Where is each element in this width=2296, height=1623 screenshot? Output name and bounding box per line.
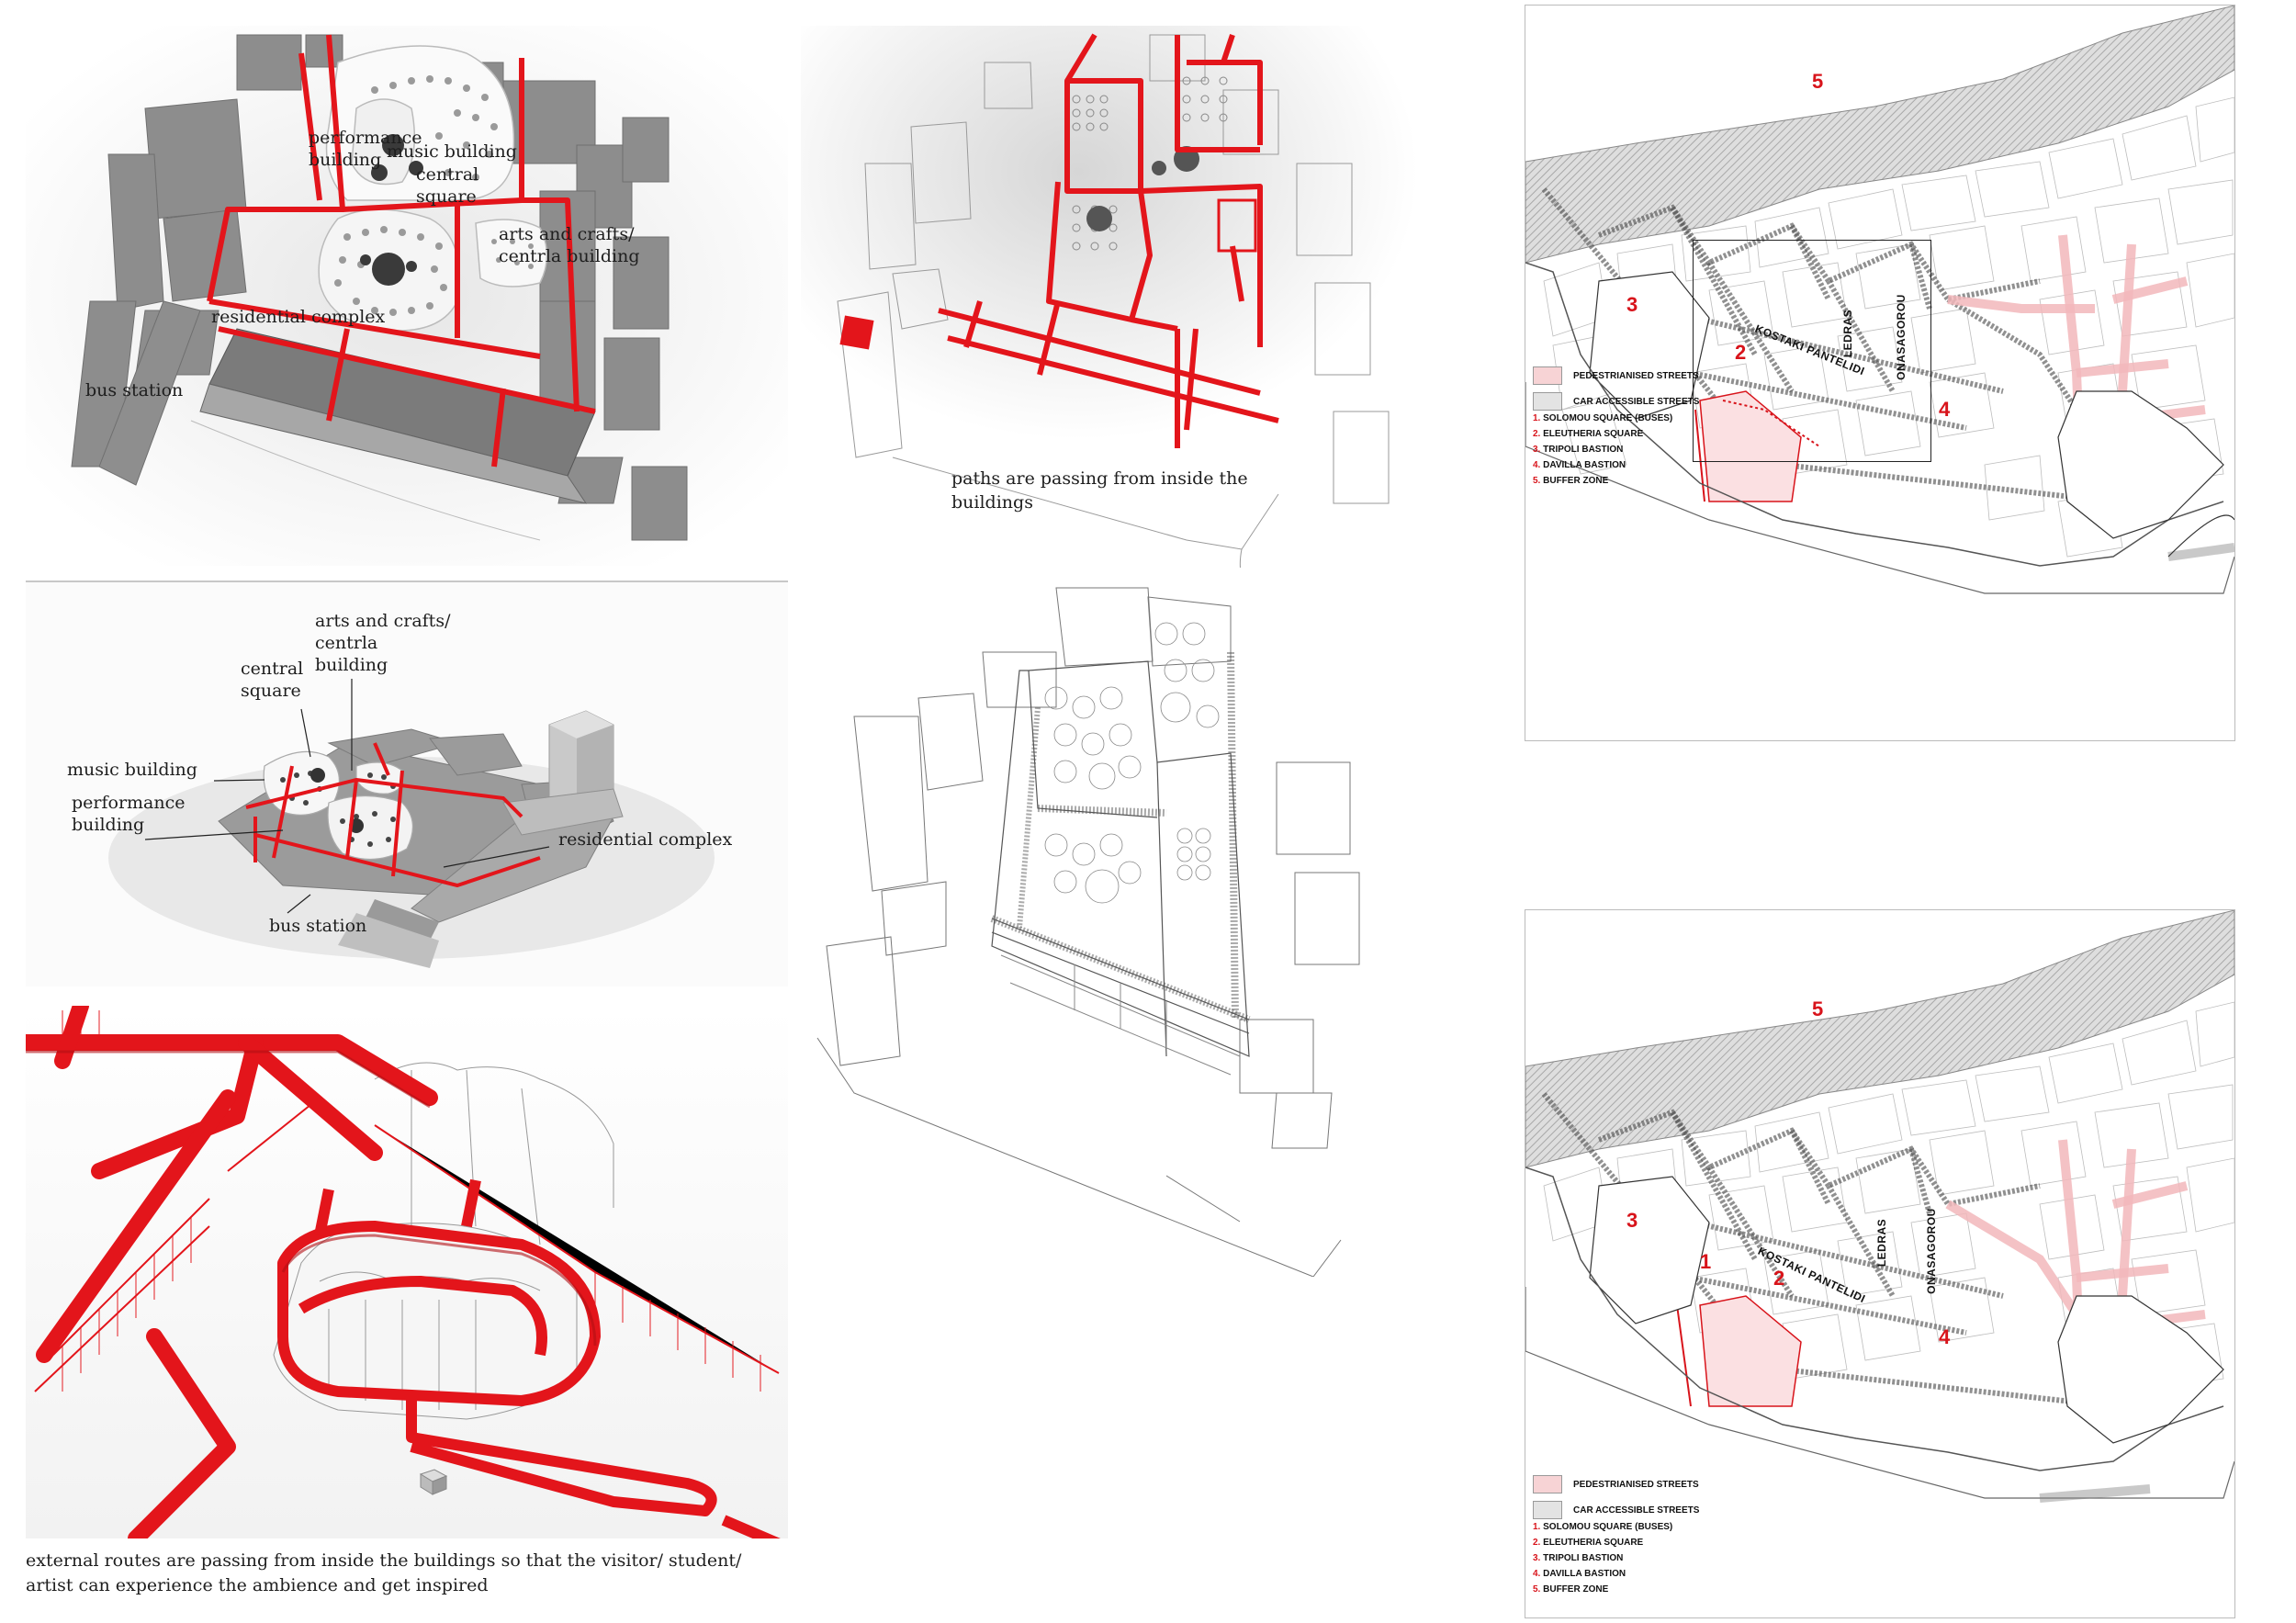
- label-arts-building: arts and crafts/ centrla building: [499, 224, 640, 266]
- axo-label-central-square: central square: [241, 659, 304, 701]
- legend-item: 5. BUFFER ZONE: [1533, 476, 1609, 486]
- axo-label-bus-station: bus station: [269, 916, 367, 936]
- zone-number-2: 2: [1735, 341, 1747, 364]
- axonometric-drawing: [26, 582, 788, 986]
- buffer-zone-area: [1525, 6, 2234, 264]
- zone-number-5-b: 5: [1812, 997, 1824, 1020]
- caption-external-routes: external routes are passing from inside …: [26, 1550, 742, 1595]
- zone-number-4: 4: [1939, 398, 1951, 421]
- street-ledras-b: LEDRAS: [1875, 1218, 1889, 1268]
- legend-item: 5. BUFFER ZONE: [1533, 1584, 1609, 1595]
- legend-car-b: CAR ACCESSIBLE STREETS: [1573, 1505, 1700, 1516]
- route-render-3d: [26, 1006, 788, 1538]
- zone-number-3-b: 3: [1626, 1209, 1638, 1232]
- route-plan: paths are passing from inside the buildi…: [801, 26, 1418, 568]
- massing-plan-drawing: [26, 26, 788, 566]
- buffer-zone-area-2: [1525, 910, 2234, 1168]
- zone-number-4-b: 4: [1939, 1325, 1951, 1348]
- legend-pedestrian-b: PEDESTRIANISED STREETS: [1573, 1479, 1699, 1490]
- legend-item: 1. SOLOMOU SQUARE (BUSES): [1533, 413, 1673, 423]
- site-highlight-frame: [1693, 240, 1931, 462]
- street-onasagorou-b: ONASAGOROU: [1924, 1208, 1938, 1294]
- label-central-square: central square: [416, 164, 479, 207]
- line-plan-drawing: [816, 587, 1360, 1277]
- route-plan-drawing: [801, 26, 1418, 568]
- axo-label-arts-building: arts and crafts/ centrla building: [315, 611, 451, 675]
- legend-item: 3. TRIPOLI BASTION: [1533, 1553, 1624, 1563]
- zone-number-5: 5: [1812, 70, 1824, 93]
- line-plan: [799, 579, 1442, 1277]
- label-performance-building: performance building: [309, 128, 422, 170]
- route-render-drawing: [26, 1006, 781, 1538]
- legend-item: 4. DAVILLA BASTION: [1533, 1569, 1626, 1579]
- label-bus-station: bus station: [85, 380, 184, 400]
- zone-number-1-b: 1: [1700, 1250, 1712, 1273]
- legend-item: 4. DAVILLA BASTION: [1533, 460, 1626, 470]
- legend-item: 2. ELEUTHERIA SQUARE: [1533, 429, 1644, 439]
- zone-number-3: 3: [1626, 293, 1638, 316]
- pedestrian-swatch-b: [1533, 1475, 1562, 1493]
- street-ledras: LEDRAS: [1841, 309, 1855, 358]
- legend-item: 2. ELEUTHERIA SQUARE: [1533, 1538, 1644, 1548]
- car-swatch: [1533, 392, 1562, 411]
- legend-car: CAR ACCESSIBLE STREETS: [1573, 396, 1700, 407]
- zone-number-2-b: 2: [1773, 1267, 1785, 1290]
- city-map-bottom: 5 3 1 2 4 KOSTAKI PANTELIDI LEDRAS ONASA…: [1525, 909, 2235, 1618]
- site-massing-plan: performance building music building cent…: [26, 26, 788, 566]
- label-music-building: music building: [387, 141, 517, 162]
- axo-label-residential-complex: residential complex: [558, 829, 733, 850]
- city-map-bottom-drawing: [1525, 910, 2234, 1503]
- car-swatch-b: [1533, 1501, 1562, 1519]
- caption-paths-through-buildings: paths are passing from inside the buildi…: [951, 468, 1248, 513]
- map-legend-top: PEDESTRIANISED STREETS CAR ACCESSIBLE ST…: [1533, 366, 1699, 489]
- pedestrian-swatch: [1533, 366, 1562, 385]
- legend-item: 1. SOLOMOU SQUARE (BUSES): [1533, 1522, 1673, 1532]
- legend-item: 3. TRIPOLI BASTION: [1533, 445, 1624, 455]
- axonometric-view: arts and crafts/ centrla building centra…: [26, 580, 788, 986]
- city-map-top: 5 3 2 4 KOSTAKI PANTELIDI LEDRAS ONASAGO…: [1525, 5, 2235, 741]
- label-residential-complex: residential complex: [211, 307, 386, 327]
- axo-label-music-building: music building: [67, 760, 197, 780]
- city-map-top-drawing: [1525, 6, 2234, 594]
- street-onasagorou: ONASAGOROU: [1894, 294, 1908, 380]
- map-legend-bottom: PEDESTRIANISED STREETS CAR ACCESSIBLE ST…: [1533, 1475, 1699, 1597]
- axo-label-performance-building: performance building: [72, 793, 186, 835]
- legend-pedestrian: PEDESTRIANISED STREETS: [1573, 370, 1699, 381]
